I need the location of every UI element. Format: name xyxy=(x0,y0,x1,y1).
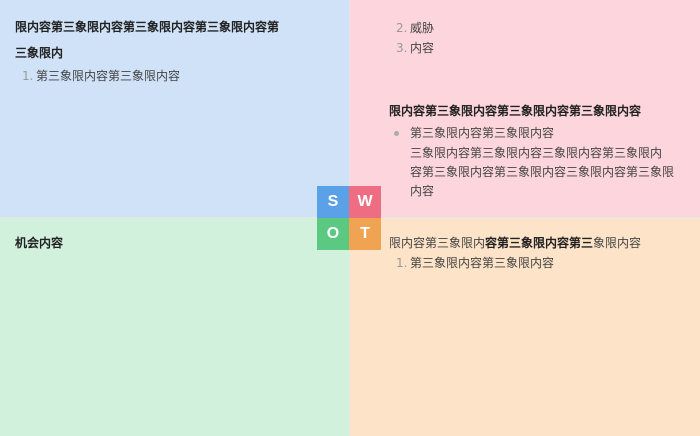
threats-quadrant xyxy=(350,218,700,436)
weaknesses-heading[interactable]: 限内容第三象限内容第三象限内容第三象限内容 xyxy=(389,104,642,118)
swot-tile-o: O xyxy=(317,218,349,250)
list-number: 1. xyxy=(396,256,408,270)
strengths-heading-line2[interactable]: 三象限内 xyxy=(15,46,64,60)
threats-text-normal: 限内容第三象限内 xyxy=(389,236,486,250)
list-item-text: 威胁 xyxy=(410,21,435,35)
strengths-list-item[interactable]: 1.第三象限内容第三象限内容 xyxy=(22,67,180,86)
weaknesses-bullet-line-4[interactable]: 内容 xyxy=(410,184,435,198)
threats-list-item[interactable]: 1.第三象限内容第三象限内容 xyxy=(396,254,554,273)
opportunities-heading[interactable]: 机会内容 xyxy=(15,236,64,250)
threats-text-normal: 象限内容 xyxy=(593,236,642,250)
swot-tile-w: W xyxy=(349,186,381,218)
opportunities-quadrant xyxy=(0,218,350,436)
list-item-text: 内容 xyxy=(410,41,435,55)
weaknesses-bullet-line-2[interactable]: 三象限内容第三象限内容三象限内容第三象限内 xyxy=(410,146,663,160)
swot-tile-s: S xyxy=(317,186,349,218)
strengths-heading-line1[interactable]: 限内容第三象限内容第三象限内容第三象限内容第 xyxy=(15,20,280,34)
bullet-icon xyxy=(394,131,399,136)
weaknesses-list-item[interactable]: 2.威胁 xyxy=(396,19,434,38)
threats-paragraph[interactable]: 限内容第三象限内容第三象限内容第三象限内容 xyxy=(389,234,641,253)
weaknesses-list-item[interactable]: 3.内容 xyxy=(396,39,434,58)
list-item-text: 第三象限内容第三象限内容 xyxy=(410,256,555,270)
list-number: 2. xyxy=(396,21,408,35)
swot-tile-t: T xyxy=(349,218,381,250)
weaknesses-bullet-line-3[interactable]: 容第三象限内容第三象限内容三象限内容第三象限 xyxy=(410,165,675,179)
weaknesses-quadrant xyxy=(350,0,700,218)
list-number: 1. xyxy=(22,69,34,83)
list-number: 3. xyxy=(396,41,408,55)
strengths-quadrant xyxy=(0,0,350,218)
list-item-text: 第三象限内容第三象限内容 xyxy=(36,69,181,83)
weaknesses-bullet-line-1[interactable]: 第三象限内容第三象限内容 xyxy=(410,126,555,140)
threats-text-bold: 容第三象限内容第三 xyxy=(485,236,594,250)
